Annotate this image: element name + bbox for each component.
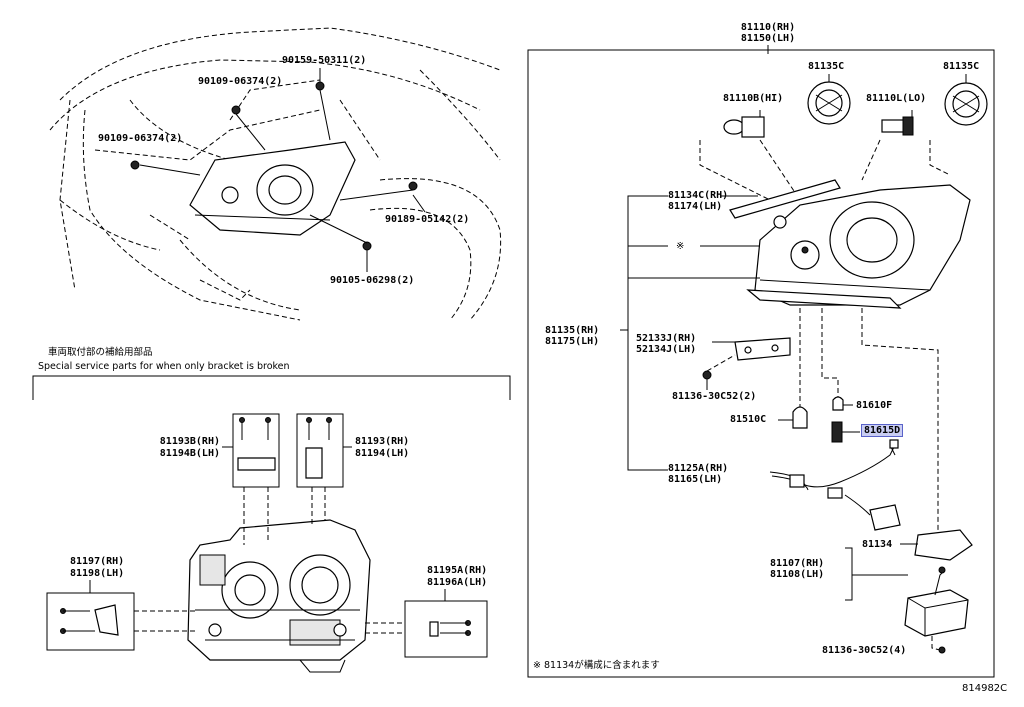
bulb-81510c (778, 406, 808, 429)
diagram-code: 814982C (962, 683, 1008, 694)
label-90105-06298[interactable]: 90105-06298(2) (330, 275, 415, 286)
bolt-leaders-top-left (130, 68, 426, 272)
label-81165[interactable]: 81165(LH) (668, 474, 723, 485)
label-81110-rh[interactable]: 81110(RH) (740, 22, 796, 33)
label-81136-30c52-2[interactable]: 81136-30C52(2) (672, 391, 757, 402)
label-81174[interactable]: 81174(LH) (668, 201, 723, 212)
cap-81135c-left (807, 74, 851, 125)
bulb-81110l (881, 110, 914, 136)
label-90159-50311[interactable]: 90159-50311(2) (282, 55, 367, 66)
bracket-box-81193b (222, 413, 280, 545)
label-81615d[interactable]: 81615D (860, 424, 904, 437)
headlight-on-car (189, 141, 356, 236)
note-bracket (32, 375, 511, 400)
note-english: Special service parts for when only brac… (38, 361, 290, 372)
asterisk-mark: ※ (676, 241, 685, 252)
headlight-unit (746, 184, 971, 309)
gasket-81134 (914, 529, 973, 561)
socket-bracket (702, 337, 791, 390)
label-81107[interactable]: 81107(RH) (770, 558, 825, 569)
label-90109-06374-lower[interactable]: 90109-06374(2) (98, 133, 183, 144)
label-81110b-hi[interactable]: 81110B(HI) (723, 93, 784, 104)
wiring-harness (769, 439, 901, 531)
ballast-81107 (904, 566, 969, 654)
bulb-81610f (832, 396, 853, 411)
label-81134c[interactable]: 81134C(RH) (668, 190, 729, 201)
label-81193b[interactable]: 81193B(RH) (159, 436, 220, 447)
label-81198[interactable]: 81198(LH) (70, 568, 125, 579)
bracket-box-81197 (46, 580, 195, 651)
group-bracket-lines (620, 195, 760, 471)
label-81135[interactable]: 81135(RH) (545, 325, 600, 336)
label-81510c[interactable]: 81510C (730, 414, 767, 425)
label-81193[interactable]: 81193(RH) (355, 436, 410, 447)
label-81110l-lo[interactable]: 81110L(LO) (866, 93, 927, 104)
cap-81135c-right (944, 74, 988, 126)
label-52133j[interactable]: 52133J(RH) (636, 333, 697, 344)
label-81195a[interactable]: 81195A(RH) (427, 565, 488, 576)
bracket-box-81195a (365, 589, 488, 658)
bracket-box-81193 (296, 413, 352, 525)
ballast-leader (845, 547, 908, 601)
label-81150-lh[interactable]: 81150(LH) (740, 33, 796, 44)
headlight-rear-view (187, 519, 371, 673)
label-81125a[interactable]: 81125A(RH) (668, 463, 729, 474)
socket-81615d (831, 421, 860, 443)
label-90189-05142[interactable]: 90189-05142(2) (385, 214, 470, 225)
bulb-81110b (723, 110, 765, 138)
trim-strip (729, 179, 841, 219)
label-81194[interactable]: 81194(LH) (355, 448, 410, 459)
label-81136-30c52-4[interactable]: 81136-30C52(4) (822, 645, 907, 656)
footnote: ※ 81134が構成に含まれます (533, 660, 660, 671)
label-81108[interactable]: 81108(LH) (770, 569, 825, 580)
label-81196a[interactable]: 81196A(LH) (427, 577, 488, 588)
label-81197[interactable]: 81197(RH) (70, 556, 125, 567)
label-52134j[interactable]: 52134J(LH) (636, 344, 697, 355)
label-81610f[interactable]: 81610F (856, 400, 893, 411)
label-81135c-right[interactable]: 81135C (943, 61, 980, 72)
label-81175[interactable]: 81175(LH) (545, 336, 600, 347)
car-front-outline (49, 27, 502, 321)
label-81194b[interactable]: 81194B(LH) (159, 448, 220, 459)
note-japanese: 車両取付部の補給用部品 (48, 347, 153, 358)
label-81135c-left[interactable]: 81135C (808, 61, 845, 72)
label-90109-06374-upper[interactable]: 90109-06374(2) (198, 76, 283, 87)
assembly-frame (527, 49, 995, 678)
label-81134[interactable]: 81134 (862, 539, 893, 550)
